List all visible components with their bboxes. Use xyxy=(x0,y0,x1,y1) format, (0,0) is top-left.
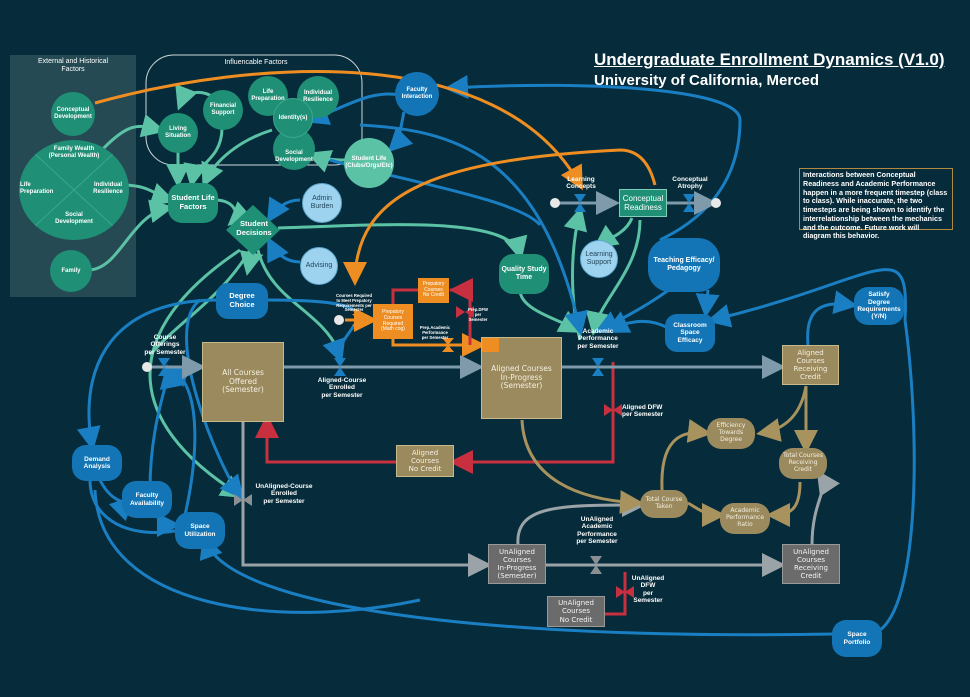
valve-prep-required xyxy=(352,314,364,326)
prep-indicator xyxy=(482,338,499,352)
valve-aligned-enrolled xyxy=(334,358,346,376)
valve-unaligned-enrolled xyxy=(234,494,252,506)
node-identity[interactable]: Identity(s) xyxy=(273,98,313,138)
node-quality-study-time[interactable]: Quality Study Time xyxy=(499,254,549,294)
node-learning-support[interactable]: Learning Support xyxy=(580,240,618,278)
page-subtitle: University of California, Merced xyxy=(594,72,820,89)
influencable-factors-group xyxy=(145,54,363,166)
node-advising[interactable]: Advising xyxy=(300,247,338,285)
timestep-note: Interactions between Conceptual Readines… xyxy=(799,168,953,240)
node-space-utilization[interactable]: Space Utilization xyxy=(175,512,225,549)
aux-total-course-taken[interactable]: Total Course Taken xyxy=(640,490,688,518)
valve-prep-dfw xyxy=(456,306,474,318)
stock-all-courses-offered[interactable]: All Courses Offered (Semester) xyxy=(202,342,284,422)
flow-label-unaligned-course-enrolled: UnAligned-Course Enrolled per Semester xyxy=(255,483,313,505)
wheel-life-preparation: Life Preparation xyxy=(20,182,54,195)
page-title: Undergraduate Enrollment Dynamics (V1.0) xyxy=(594,50,945,69)
node-space-portfolio[interactable]: Space Portfolio xyxy=(832,620,882,657)
flow-label-conceptual-atrophy: Conceptual Atrophy xyxy=(672,176,708,191)
flow-label-aligned-dfw: Aligned DFW per Semester xyxy=(622,404,664,419)
valve-learning-concepts xyxy=(574,194,586,212)
stock-aligned-receiving-credit[interactable]: Aligned Courses Receiving Credit xyxy=(782,345,839,385)
stock-conceptual-readiness[interactable]: Conceptual Readiness xyxy=(619,189,667,217)
node-student-life-factors[interactable]: Student Life Factors xyxy=(168,183,218,223)
sink-cloud xyxy=(711,198,721,208)
node-student-life-clubs[interactable]: Student Life (Clubs/Orgs/Etc) xyxy=(344,138,394,188)
source-cloud xyxy=(550,198,560,208)
valve-unaligned-dfw xyxy=(616,586,634,598)
aux-efficiency-towards-degree[interactable]: Efficiency Towards Degree xyxy=(707,418,755,449)
flow-label-learning-concepts: Learning Concepts xyxy=(566,176,596,191)
node-family[interactable]: Family xyxy=(50,250,92,292)
flow-label-course-offerings: Course Offerings per Semester xyxy=(144,334,186,356)
node-financial-support[interactable]: Financial Support xyxy=(203,90,243,130)
influencable-factors-label: Influencable Factors xyxy=(224,59,288,66)
wheel-dividers xyxy=(34,153,114,227)
flow-label-courses-required-prep: Courses Required to Meet Prepatory Requi… xyxy=(335,293,373,313)
flow-label-prep-academic-performance: Prep.Academic Performance per Semester xyxy=(419,325,451,340)
node-demand-analysis[interactable]: Demand Analysis xyxy=(72,445,122,481)
valve-conceptual-atrophy xyxy=(683,194,695,212)
valve-unaligned-performance xyxy=(590,556,602,574)
wheel-individual-resilience: Individual Resilience xyxy=(93,182,123,195)
flow-label-aligned-course-enrolled: Aligned-Course Enrolled per Semester xyxy=(317,377,367,399)
wheel-social-development: Social Development xyxy=(55,212,93,225)
node-faculty-availability[interactable]: Faculty Availability xyxy=(122,481,172,518)
external-factors-label: External and Historical Factors xyxy=(37,58,109,74)
source-cloud xyxy=(334,315,344,325)
stock-unaligned-no-credit[interactable]: UnAligned Courses No Credit xyxy=(547,596,605,627)
valve-prep-performance xyxy=(442,338,454,352)
flow-label-prep-dfw: Prep.DFW per Semester xyxy=(467,307,488,322)
valve-academic-performance xyxy=(592,358,604,376)
stock-unaligned-receiving-credit[interactable]: UnAligned Courses Receiving Credit xyxy=(782,544,840,584)
source-cloud xyxy=(142,362,152,372)
node-classroom-space-efficacy[interactable]: Classroom Space Efficacy xyxy=(665,314,715,352)
wheel-family-wealth: Family Wealth (Personal Wealth) xyxy=(48,146,100,159)
flow-label-academic-performance: Academic Performance per Semester xyxy=(577,328,619,350)
node-family-wealth-wheel[interactable] xyxy=(19,140,129,240)
node-teaching-efficacy[interactable]: Teaching Efficacy/ Pedagogy xyxy=(648,238,720,292)
node-living-situation[interactable]: Living Situation xyxy=(158,113,198,153)
stock-aligned-no-credit[interactable]: Aligned Courses No Credit xyxy=(396,445,454,477)
student-decisions-diamond xyxy=(226,205,280,255)
flow-label-unaligned-academic-performance: UnAligned Academic Performance per Semes… xyxy=(576,516,618,546)
node-admin-burden[interactable]: Admin Burden xyxy=(302,183,342,223)
valve-course-offerings xyxy=(158,358,170,376)
aux-academic-performance-ratio[interactable]: Academic Performance Ratio xyxy=(720,503,770,534)
stock-unaligned-in-progress[interactable]: UnAligned Courses In-Progress (Semester) xyxy=(488,544,546,584)
valve-aligned-dfw xyxy=(604,404,622,416)
stock-prep-courses-no-credit[interactable]: Prepatory Courses No Credit xyxy=(418,278,449,303)
flow-label-unaligned-dfw: UnAligned DFW per Semester xyxy=(631,575,665,605)
aux-total-courses-receiving-credit[interactable]: Total Courses Receiving Credit xyxy=(779,448,827,479)
node-student-decisions[interactable]: Student Decisions xyxy=(236,219,272,237)
stock-prep-courses-required[interactable]: Prepatory Courses Required (Math cog) xyxy=(373,304,413,339)
node-degree-choice[interactable]: Degree Choice xyxy=(216,283,268,319)
node-satisfy-degree-requirements[interactable]: Satisfy Degree Requirements (Y/N) xyxy=(854,287,904,325)
node-conceptual-development-ext[interactable]: Conceptual Development xyxy=(51,92,95,136)
node-faculty-interaction[interactable]: Faculty Interaction xyxy=(395,72,439,116)
